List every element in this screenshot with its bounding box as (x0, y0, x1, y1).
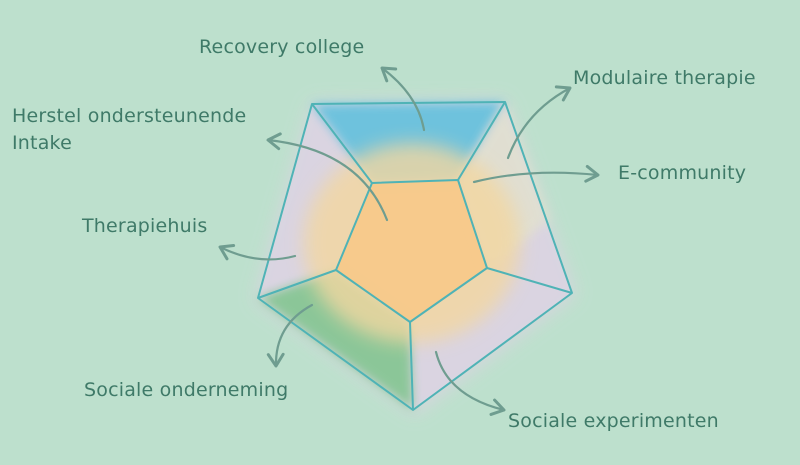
label-e-community: E-community (618, 162, 747, 184)
label-sociale-experimenten: Sociale experimenten (508, 410, 719, 432)
label-sociale-onderneming: Sociale onderneming (84, 379, 289, 401)
arrow-e-community (472, 164, 600, 184)
arrow-sociale-experimenten (434, 350, 506, 416)
label-herstel-ondersteunende: Herstel ondersteunende (12, 105, 247, 127)
label-recovery-college: Recovery college (199, 36, 365, 58)
arrow-modulaire-therapie (506, 85, 572, 160)
arrow-sociale-onderneming (266, 303, 314, 368)
arrow-herstel-intake (266, 132, 389, 222)
dodecahedron-edges (257, 101, 573, 411)
arrow-therapiehuis (218, 244, 297, 261)
arrow-recovery-college (380, 66, 426, 132)
label-therapiehuis: Therapiehuis (82, 215, 208, 237)
label-intake: Intake (12, 132, 72, 154)
center-face-herstel-intake (336, 180, 487, 322)
label-modulaire-therapie: Modulaire therapie (573, 67, 756, 89)
